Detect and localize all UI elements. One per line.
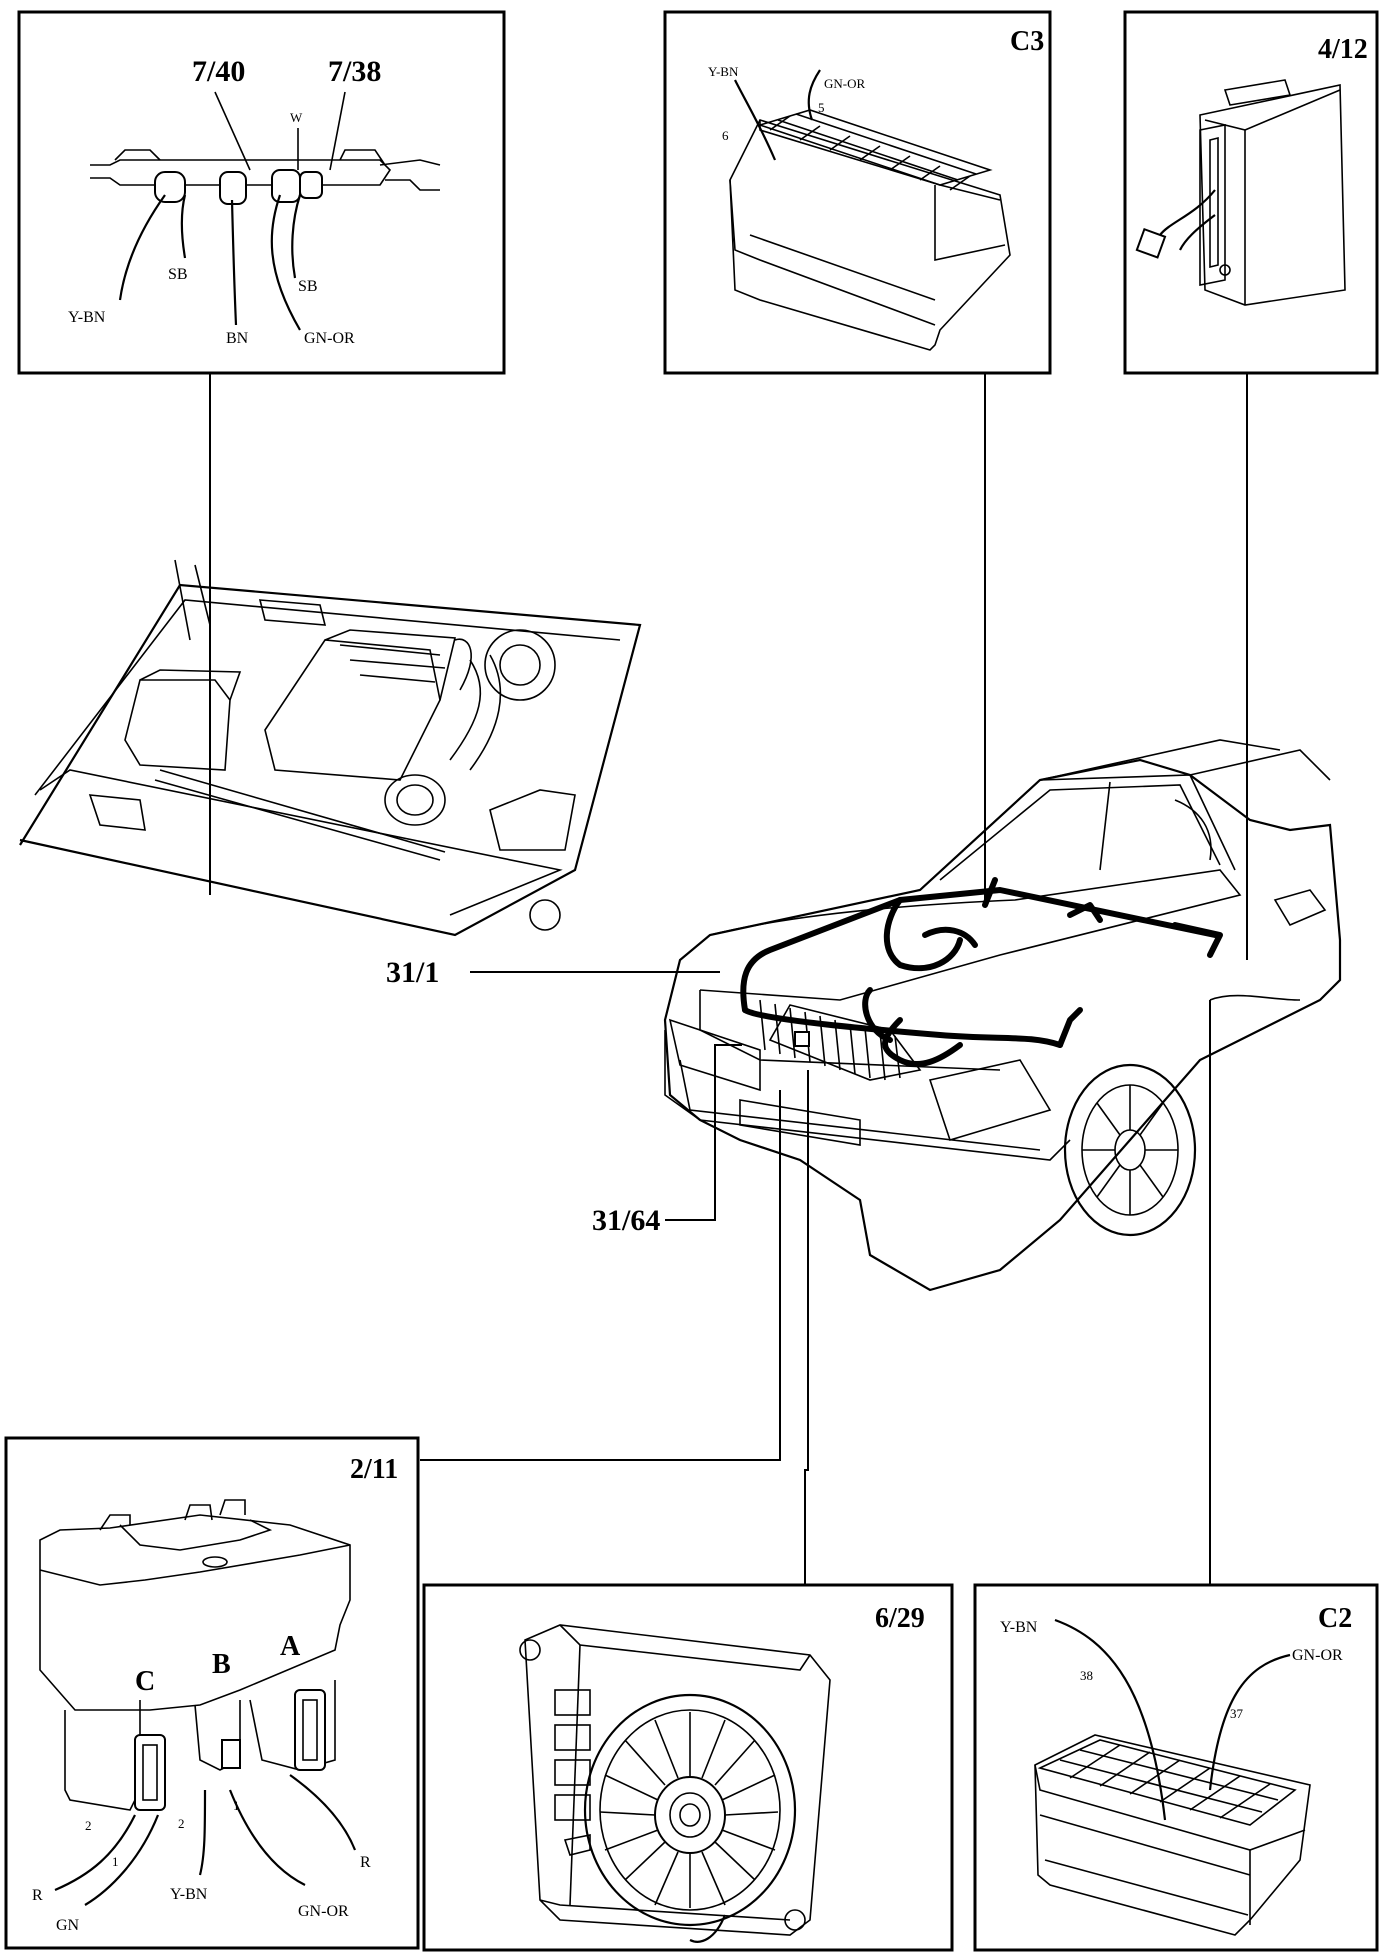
pin-b-2: 2 <box>178 1816 185 1831</box>
panel-relay-2-11: 2/11 C B A 2 1 2 1 R GN Y-BN <box>4 1436 420 1950</box>
pin-6: 6 <box>722 128 729 143</box>
leader-lines <box>209 373 1248 1585</box>
wheel-spokes <box>1082 1085 1178 1215</box>
wire-label-r-left: R <box>32 1887 43 1904</box>
pin-38: 38 <box>1080 1668 1093 1683</box>
car-grille <box>759 999 901 1081</box>
ref-31-1: 31/1 <box>386 956 439 989</box>
title-4-12: 4/12 <box>1318 34 1368 65</box>
terminal-b: B <box>212 1649 231 1680</box>
wire-label-y-bn: Y-BN <box>1000 1619 1038 1636</box>
ref-7-40: 7/40 <box>192 55 245 88</box>
wire-label-y-bn: Y-BN <box>708 64 739 79</box>
wire-label-y-bn: Y-BN <box>68 309 106 326</box>
title-6-29: 6/29 <box>875 1603 925 1634</box>
wire-label-gn-or: GN-OR <box>1292 1647 1343 1664</box>
wire-label-gn-or: GN-OR <box>824 76 865 91</box>
ref-31-64: 31/64 <box>592 1204 660 1237</box>
wire-label-gn-or: GN-OR <box>298 1903 349 1920</box>
panel-radiator-fan-6-29: 6/29 <box>422 1583 954 1952</box>
panel-fuse-box-c3: C3 Y-BN GN-OR 6 5 <box>663 10 1052 375</box>
car-illustration: 31/1 31/64 <box>386 739 1342 1292</box>
terminal-a: A <box>280 1631 301 1662</box>
wire-label-gn: GN <box>56 1917 80 1934</box>
wire-label-y-bn: Y-BN <box>170 1886 208 1903</box>
engine-compartment-illustration <box>19 559 642 937</box>
terminal-c: C <box>135 1666 155 1697</box>
title-c3: C3 <box>1010 26 1044 57</box>
title-c2: C2 <box>1318 1603 1352 1634</box>
pin-c-2: 2 <box>85 1818 92 1833</box>
panel-connectors-7-40-7-38: 7/40 7/38 W SB SB Y-BN BN GN-OR <box>17 10 506 375</box>
wire-label-bn: BN <box>226 330 249 347</box>
c2-grid <box>1037 1739 1297 1826</box>
c3-grid <box>757 109 993 191</box>
wire-label-w: W <box>290 110 303 125</box>
panel-fuse-box-c2: C2 Y-BN GN-OR 38 37 <box>973 1583 1379 1952</box>
wire-label-r-right: R <box>360 1854 371 1871</box>
fan <box>583 1693 797 1927</box>
wire-label-gn-or: GN-OR <box>304 330 355 347</box>
ref-7-38: 7/38 <box>328 55 381 88</box>
title-2-11: 2/11 <box>350 1454 398 1485</box>
wire-label-sb-right: SB <box>298 278 318 295</box>
wire-label-sb-left: SB <box>168 266 188 283</box>
pin-37: 37 <box>1230 1706 1244 1721</box>
pin-b-1: 1 <box>233 1798 240 1813</box>
pin-5: 5 <box>818 100 825 115</box>
panel-control-module-4-12: 4/12 <box>1123 10 1379 375</box>
pin-c-1: 1 <box>112 1854 119 1869</box>
